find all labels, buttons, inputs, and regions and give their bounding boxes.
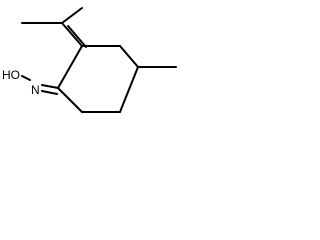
ring-bond-c6-c1 [57,45,83,89]
chemical-structure-diagram: HO N [2,7,177,113]
atom-labels: HO N [2,68,40,97]
ring-bond-c2-c3 [119,45,139,68]
exocyclic-double-bond-inner [67,25,87,48]
ring-bond-c5-c6 [57,87,83,113]
bonds [21,7,177,113]
isopropylidene-right-methyl-bond [61,7,83,24]
nitrogen-label: N [31,83,40,97]
exocyclic-double-bond-outer [61,22,83,47]
oxime-double-bond-inner [41,90,58,95]
nitrogen-oxygen-bond [21,75,31,81]
oxime-double-bond-outer [41,84,59,89]
ring-bond-c3-c4 [119,66,139,113]
hydroxyl-label: HO [2,68,20,82]
